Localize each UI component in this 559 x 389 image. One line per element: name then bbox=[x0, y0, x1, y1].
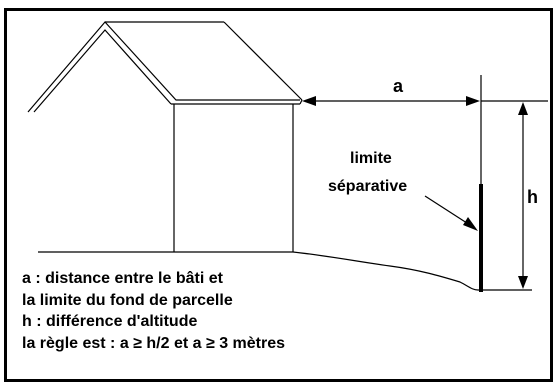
label-a: a bbox=[393, 76, 404, 96]
ground-line bbox=[38, 251, 532, 291]
house-roof bbox=[27, 21, 303, 113]
limit-pointer-arrow bbox=[424, 195, 478, 231]
label-limit-line1: limite bbox=[350, 150, 392, 167]
label-h: h bbox=[527, 187, 538, 207]
legend-line-3: h : différence d'altitude bbox=[22, 313, 198, 330]
limit-post bbox=[479, 184, 483, 292]
house-walls bbox=[173, 104, 294, 252]
legend-line-4: la règle est : a ≥ h/2 et a ≥ 3 mètres bbox=[22, 334, 286, 352]
dimension-h-arrow bbox=[518, 102, 528, 289]
legend-line-1: a : distance entre le bâti et bbox=[22, 270, 223, 287]
legend: a : distance entre le bâti et la limite … bbox=[22, 268, 422, 354]
legend-line-2: la limite du fond de parcelle bbox=[22, 291, 233, 309]
label-limit-line2: séparative bbox=[328, 178, 407, 195]
dimension-a-arrow bbox=[302, 96, 480, 106]
